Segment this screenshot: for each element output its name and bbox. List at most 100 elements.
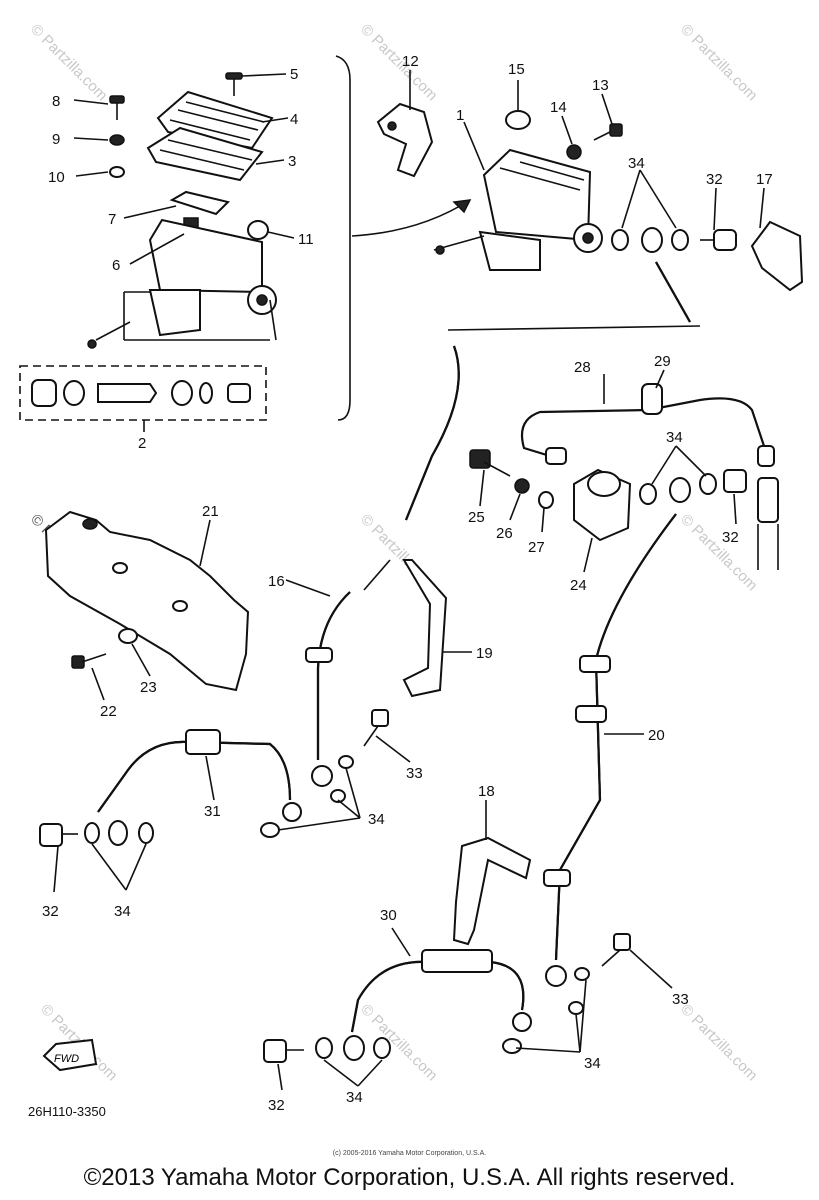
cover-21 (44, 510, 250, 692)
washer-34 (108, 820, 128, 846)
brake-joint-24 (469, 449, 779, 570)
nut-14 (566, 144, 582, 160)
union-29 (641, 383, 663, 415)
boot-17 (750, 220, 804, 292)
washer-34 (138, 822, 154, 844)
nut-9 (109, 134, 125, 146)
watermark-8: © Partzilla.com (677, 1001, 760, 1084)
watermark-3: © Partzilla.com (677, 21, 760, 104)
callout-33b: 33 (672, 991, 689, 1008)
callout-14: 14 (550, 99, 567, 116)
callout-24: 24 (570, 577, 587, 594)
callout-11: 11 (298, 231, 314, 248)
bracket-19 (402, 559, 448, 698)
holder-12 (376, 102, 434, 178)
callout-labels: 5 4 3 8 9 10 7 6 11 12 1 15 14 13 34 32 … (42, 53, 773, 1114)
callout-17: 17 (756, 171, 773, 188)
small-copyright: (c) 2005-2016 Yamaha Motor Corporation, … (332, 1150, 487, 1157)
watermark-5: © Partzilla.com (677, 511, 760, 594)
washer-34 (611, 229, 629, 251)
callout-15: 15 (508, 61, 525, 78)
callout-20: 20 (648, 727, 665, 744)
callout-25: 25 (468, 509, 485, 526)
callout-16: 16 (268, 573, 285, 590)
callout-27: 27 (528, 539, 545, 556)
callout-34d: 34 (114, 903, 131, 920)
bolt-32-bottom (263, 1039, 304, 1063)
watermark-1: © Partzilla.com (27, 21, 110, 104)
watermark-7: © Partzilla.com (357, 1001, 440, 1084)
screw-5 (225, 72, 243, 96)
callout-3: 3 (288, 153, 296, 170)
plate-7 (169, 190, 230, 216)
washer-34 (315, 1037, 333, 1059)
washer-34 (574, 967, 590, 981)
callout-19: 19 (476, 645, 493, 662)
brake-hose-16 (305, 325, 701, 787)
bracket-18 (452, 836, 532, 946)
seal-11 (247, 220, 269, 240)
callout-9: 9 (52, 131, 60, 148)
callout-34f: 34 (346, 1089, 363, 1106)
callout-30: 30 (380, 907, 397, 924)
callout-23: 23 (140, 679, 157, 696)
bolt-33-upper (363, 709, 389, 747)
washer-23 (118, 628, 138, 644)
brake-pipe-28 (520, 383, 775, 467)
callout-10: 10 (48, 169, 65, 186)
callout-32c: 32 (42, 903, 59, 920)
cap-15 (505, 110, 531, 130)
callout-7: 7 (108, 211, 116, 228)
copyright-footer: ©2013 Yamaha Motor Corporation, U.S.A. A… (83, 1164, 736, 1191)
diaphragm-3 (146, 126, 264, 182)
master-cylinder-body (87, 218, 277, 349)
callout-22: 22 (100, 703, 117, 720)
callout-13: 13 (592, 77, 609, 94)
brake-hose-30 (350, 949, 532, 1033)
washer-34 (338, 755, 354, 769)
callout-32d: 32 (268, 1097, 285, 1114)
bolt-25 (469, 449, 491, 469)
washer-34 (343, 1035, 365, 1061)
washer-26 (514, 478, 530, 494)
master-cylinder-exploded (19, 55, 434, 421)
callout-8: 8 (52, 93, 60, 110)
washer-34 (260, 822, 280, 838)
washer-34 (84, 822, 100, 844)
washer-34 (568, 1001, 584, 1015)
leader-lines (53, 70, 765, 1091)
callout-34e: 34 (584, 1055, 601, 1072)
callout-1: 1 (456, 107, 464, 124)
callout-5: 5 (290, 66, 298, 83)
callout-6: 6 (112, 257, 120, 274)
callout-32b: 32 (722, 529, 739, 546)
washer-34 (330, 789, 346, 803)
callout-34c: 34 (368, 811, 385, 828)
screw-8 (109, 95, 125, 120)
washer-34 (641, 227, 663, 253)
washer-34 (671, 229, 689, 251)
callout-33a: 33 (406, 765, 423, 782)
watermark-2: © Partzilla.com (357, 21, 440, 104)
callout-18: 18 (478, 783, 495, 800)
callout-12: 12 (402, 53, 419, 70)
fwd-arrow: FWD (42, 1038, 98, 1072)
callout-34b: 34 (666, 429, 683, 446)
washer-34 (373, 1037, 391, 1059)
callout-34a: 34 (628, 155, 645, 172)
brake-hose-31 (97, 729, 302, 822)
callout-28: 28 (574, 359, 591, 376)
callout-21: 21 (202, 503, 219, 520)
fwd-label: FWD (54, 1053, 79, 1065)
bolt-33-lower (601, 933, 631, 967)
callout-31: 31 (204, 803, 221, 820)
bolt-32-left (39, 823, 78, 847)
master-cylinder-assembled (351, 110, 804, 323)
washer-27 (538, 491, 554, 509)
washer-34 (502, 1038, 522, 1054)
callout-26: 26 (496, 525, 513, 542)
washer-10 (109, 166, 125, 178)
callout-32a: 32 (706, 171, 723, 188)
brake-hose-20 (543, 513, 677, 987)
